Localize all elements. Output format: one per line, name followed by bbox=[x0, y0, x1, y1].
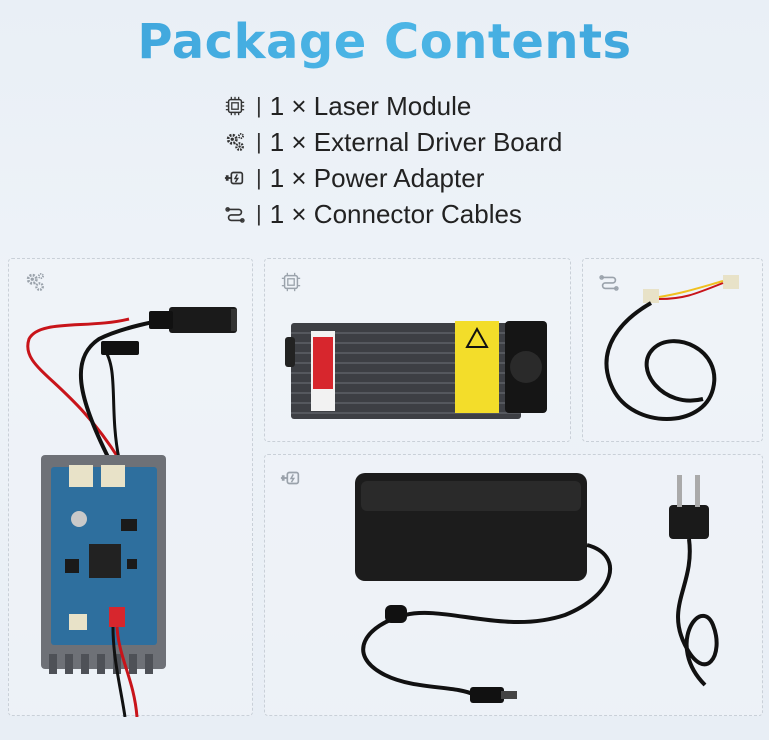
chip-icon bbox=[279, 271, 303, 293]
separator: | bbox=[256, 165, 262, 190]
item-label: 1 × Laser Module bbox=[269, 90, 472, 121]
gears-icon bbox=[222, 131, 248, 153]
power-adapter-image bbox=[355, 473, 719, 703]
connector-cables-panel bbox=[582, 258, 763, 442]
driver-board-image bbox=[26, 307, 237, 717]
gears-icon bbox=[23, 271, 47, 293]
list-item: | 1 × Connector Cables bbox=[222, 196, 562, 232]
list-item: | 1 × Laser Module bbox=[222, 88, 562, 124]
separator: | bbox=[256, 93, 262, 118]
laser-module-panel bbox=[264, 258, 571, 442]
item-label: 1 × Connector Cables bbox=[269, 198, 522, 229]
item-label: 1 × External Driver Board bbox=[269, 126, 563, 157]
power-plug-icon bbox=[222, 167, 248, 189]
power-adapter-panel bbox=[264, 454, 763, 716]
driver-board-panel bbox=[8, 258, 253, 717]
list-item: | 1 × Power Adapter bbox=[222, 160, 562, 196]
list-item: | 1 × External Driver Board bbox=[222, 124, 562, 160]
cable-icon bbox=[222, 203, 248, 225]
separator: | bbox=[256, 201, 262, 226]
contents-list: | 1 × Laser Module | 1 × External Driver… bbox=[222, 88, 562, 232]
connector-cables-image bbox=[604, 275, 739, 421]
cable-icon bbox=[597, 271, 621, 293]
power-plug-icon bbox=[279, 467, 303, 489]
item-label: 1 × Power Adapter bbox=[269, 162, 485, 193]
chip-icon bbox=[222, 95, 248, 117]
page-title: Package Contents bbox=[0, 14, 769, 70]
separator: | bbox=[256, 129, 262, 154]
laser-module-image bbox=[285, 321, 547, 419]
